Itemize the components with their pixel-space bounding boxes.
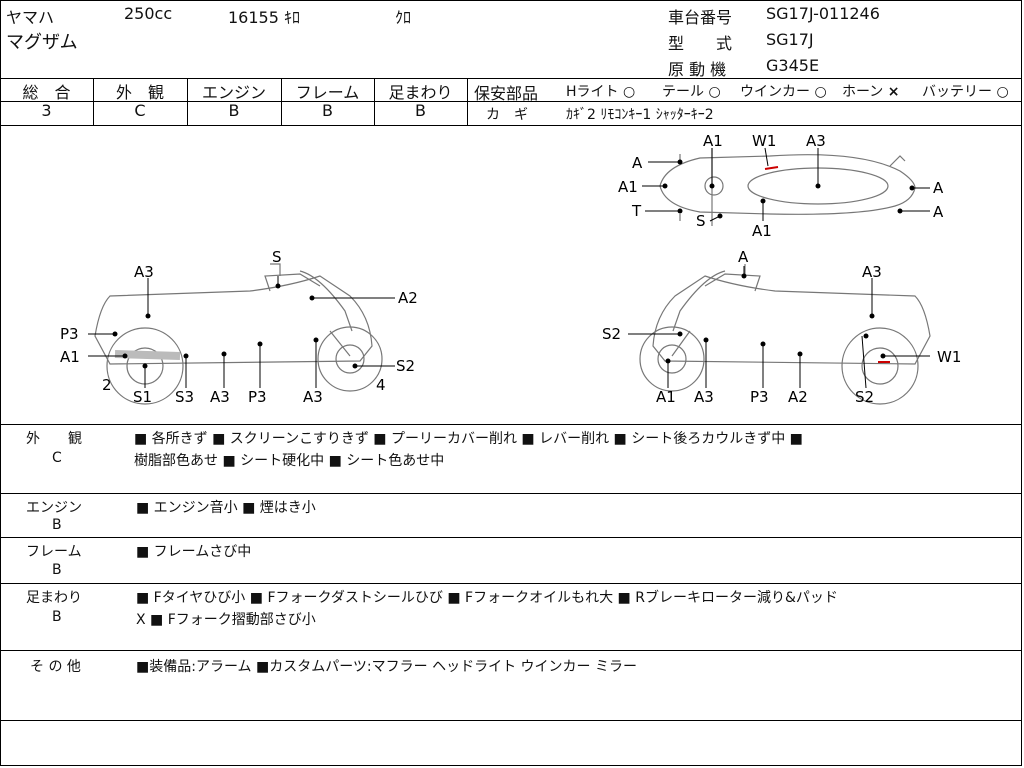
note-text-suspension-2: X ■ Fフォーク摺動部さび小 <box>136 612 316 628</box>
note-label-engine: エンジン <box>26 500 82 516</box>
type-value: SG17J <box>766 30 814 49</box>
diagram-label: A1 <box>703 132 723 150</box>
mark: ○ <box>708 84 721 100</box>
note-text-exterior-2: 樹脂部色あせ ■ シート硬化中 ■ シート色あせ中 <box>134 453 445 469</box>
note-grade-engine: B <box>52 517 62 533</box>
safety-label: 保安部品 <box>474 84 539 103</box>
diagram-label: 2 <box>102 376 112 394</box>
mileage: 16155 ｷﾛ <box>228 8 300 27</box>
model-name: マグザム <box>6 32 78 53</box>
note-text-engine-1: ■ エンジン音小 ■ 煙はき小 <box>136 500 316 516</box>
grade-value-overall: 3 <box>41 101 52 120</box>
displacement: 250cc <box>124 4 173 23</box>
grade-label-frame: フレーム <box>295 83 360 102</box>
note-text-exterior-1: ■ 各所きず ■ スクリーンこすりきず ■ プーリーカバー削れ ■ レバー削れ … <box>134 431 803 447</box>
right-view-sketch <box>639 264 931 405</box>
mark: × <box>887 84 900 100</box>
note-label-suspension: 足まわり <box>26 590 82 606</box>
frame-no: SG17J-011246 <box>766 4 880 23</box>
diagram-label: A <box>632 154 643 172</box>
diagram-label: P3 <box>248 388 267 406</box>
note-grade-exterior: C <box>52 450 62 466</box>
note-grade-suspension: B <box>52 609 62 625</box>
diagram-label: A2 <box>788 388 808 406</box>
left-view-sketch <box>94 263 383 405</box>
grade-value-suspension: B <box>415 101 426 120</box>
diagram-label: P3 <box>750 388 769 406</box>
safety-winker: ウインカー ○ <box>740 84 827 100</box>
diagram-label: A3 <box>862 263 882 281</box>
diagram-label: T <box>631 202 642 220</box>
note-grade-frame: B <box>52 562 62 578</box>
diagram-label: A3 <box>303 388 323 406</box>
diagram-label: S <box>272 248 282 266</box>
grade-value-frame: B <box>322 101 333 120</box>
safety-tail: テール ○ <box>662 84 721 100</box>
note-label-frame: フレーム <box>26 544 82 560</box>
mark: ○ <box>622 84 636 100</box>
type-label: 型 式 <box>668 34 733 53</box>
diagram-label: S <box>696 212 706 230</box>
diagram-label: S1 <box>133 388 152 406</box>
mark: ○ <box>814 84 827 100</box>
diagram-label: A <box>933 179 944 197</box>
diagram-label: W1 <box>752 132 776 150</box>
diagram-label: S2 <box>396 357 415 375</box>
diagram-label: A <box>933 203 944 221</box>
damage-mark <box>764 166 779 170</box>
diagram-label: A2 <box>398 289 418 307</box>
grade-value-exterior: C <box>134 101 146 120</box>
diagram-label: 4 <box>376 376 386 394</box>
grade-label-engine: エンジン <box>201 83 266 102</box>
diagram-label: S2 <box>602 325 621 343</box>
keys-label: カ ギ <box>486 107 528 123</box>
diagram-label: S2 <box>855 388 874 406</box>
maker: ヤマハ <box>6 8 55 27</box>
color: ｸﾛ <box>395 8 412 27</box>
diagram-label: A1 <box>656 388 676 406</box>
note-text-frame-1: ■ フレームさび中 <box>136 544 252 560</box>
diagram-label: A1 <box>60 348 80 366</box>
diagram-label: A <box>738 248 749 266</box>
diagram-label: A3 <box>694 388 714 406</box>
keys-value: ｶｷﾞ2 ﾘﾓｺﾝｷｰ1 ｼｬｯﾀｰｷｰ2 <box>566 107 714 123</box>
grade-label-overall: 総 合 <box>22 83 71 102</box>
note-text-suspension-1: ■ Fタイヤひび小 ■ Fフォークダストシールひび ■ Fフォークオイルもれ大 … <box>136 590 838 606</box>
mark: ○ <box>996 84 1009 100</box>
note-label-exterior: 外 観 <box>26 431 82 447</box>
engine-label: 原 動 機 <box>668 60 727 79</box>
note-label-other: そ の 他 <box>30 659 81 675</box>
safety-battery: バッテリー ○ <box>922 84 1009 100</box>
diagram-label: A3 <box>806 132 826 150</box>
safety-headlight: Hライト ○ <box>566 84 636 100</box>
damage-diagram: A1 W1 A3 A A1 T S A1 A A A3 S A2 P3 A1 2… <box>60 132 961 406</box>
grade-label-exterior: 外 観 <box>115 83 164 102</box>
diagram-label: W1 <box>937 348 961 366</box>
grade-label-suspension: 足まわり <box>388 83 453 102</box>
diagram-label: A3 <box>210 388 230 406</box>
diagram-label: S3 <box>175 388 194 406</box>
diagram-label: A1 <box>618 178 638 196</box>
frame-no-label: 車台番号 <box>668 8 733 27</box>
engine-value: G345E <box>766 56 820 75</box>
diagram-label: A3 <box>134 263 154 281</box>
diagram-label: A1 <box>752 222 772 240</box>
diagram-label: P3 <box>60 325 79 343</box>
grade-value-engine: B <box>228 101 240 120</box>
note-text-other-1: ■装備品:アラーム ■カスタムパーツ:マフラー ヘッドライト ウインカー ミラー <box>136 659 637 675</box>
safety-horn: ホーン × <box>842 84 900 100</box>
